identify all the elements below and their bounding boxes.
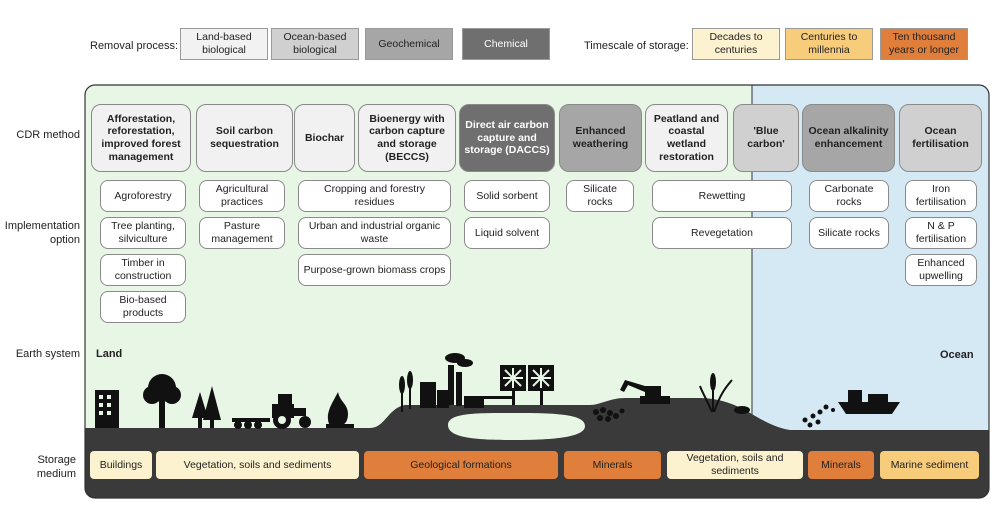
row-label-earth-system: Earth system [15,348,80,360]
factory-icon [420,353,514,408]
method-afforestation: Afforestation, reforestation, improved f… [91,104,191,172]
legend-ocean-based-biological: Ocean-based biological [271,28,359,60]
wetland-reeds-icon [699,373,750,414]
option-rewetting: Rewetting [652,180,792,212]
storage-buildings: Buildings [90,451,152,479]
option-np-fertilisation: N & P fertilisation [905,217,977,249]
removal-process-label: Removal process: [90,40,179,52]
timescale-label: Timescale of storage: [584,40,689,52]
method-blue-carbon: 'Blue carbon' [733,104,799,172]
ocean-particles-icon [802,404,835,428]
rocks-icon [593,407,625,422]
legend-centuries-to-millennia: Centuries to millennia [785,28,873,60]
direct-air-capture-fans-icon [500,365,554,405]
option-timber-construction: Timber in construction [100,254,186,286]
crops-icon [399,371,413,412]
option-agricultural-practices: Agricultural practices [199,180,285,212]
method-peatland-restoration: Peatland and coastal wetland restoration [645,104,728,172]
option-solid-sorbent: Solid sorbent [464,180,550,212]
option-urban-waste: Urban and industrial organic waste [298,217,451,249]
legend-land-based-biological: Land-based biological [180,28,268,60]
storage-geological-formations: Geological formations [364,451,558,479]
option-pasture-management: Pasture management [199,217,285,249]
storage-marine-sediment: Marine sediment [880,451,979,479]
geological-reservoir [448,412,585,440]
excavator-icon [620,380,670,404]
legend-chemical: Chemical [462,28,550,60]
method-soil-carbon: Soil carbon sequestration [196,104,293,172]
method-beccs: Bioenergy with carbon capture and storag… [358,104,456,172]
zone-label-land: Land [96,348,123,360]
option-silicate-rocks: Silicate rocks [566,180,634,212]
fire-icon [326,392,354,428]
storage-minerals-land: Minerals [564,451,661,479]
plough-icon [232,418,270,429]
storage-vegetation-soils-wetland: Vegetation, soils and sediments [667,451,803,479]
option-cropping-residues: Cropping and forestry residues [298,180,451,212]
storage-minerals-ocean: Minerals [808,451,874,479]
row-label-storage: Storage medium [36,454,76,480]
storage-vegetation-soils-land: Vegetation, soils and sediments [156,451,359,479]
tree-icon [143,374,181,428]
option-carbonate-rocks: Carbonate rocks [809,180,889,212]
ship-icon [838,390,900,414]
legend-decades-to-centuries: Decades to centuries [692,28,780,60]
option-purpose-grown-crops: Purpose-grown biomass crops [298,254,451,286]
method-biochar: Biochar [294,104,355,172]
conifer-trees-icon [192,386,221,428]
method-enhanced-weathering: Enhanced weathering [559,104,642,172]
option-bio-based-products: Bio-based products [100,291,186,323]
option-liquid-solvent: Liquid solvent [464,217,550,249]
tractor-icon [272,394,311,429]
building-icon [95,390,119,428]
legend-geochemical: Geochemical [365,28,453,60]
option-agroforestry: Agroforestry [100,180,186,212]
row-label-cdr-method: CDR method [16,129,80,141]
zone-label-ocean: Ocean [940,349,974,361]
option-tree-planting: Tree planting, silviculture [100,217,186,249]
option-revegetation: Revegetation [652,217,792,249]
method-ocean-alkalinity: Ocean alkalinity enhancement [802,104,895,172]
row-label-implementation: Implementation option [4,220,80,246]
option-ocean-silicate-rocks: Silicate rocks [809,217,889,249]
legend-ten-thousand-years: Ten thousand years or longer [880,28,968,60]
method-ocean-fertilisation: Ocean fertilisation [899,104,982,172]
method-daccs: Direct air carbon capture and storage (D… [459,104,555,172]
option-iron-fertilisation: Iron fertilisation [905,180,977,212]
option-enhanced-upwelling: Enhanced upwelling [905,254,977,286]
